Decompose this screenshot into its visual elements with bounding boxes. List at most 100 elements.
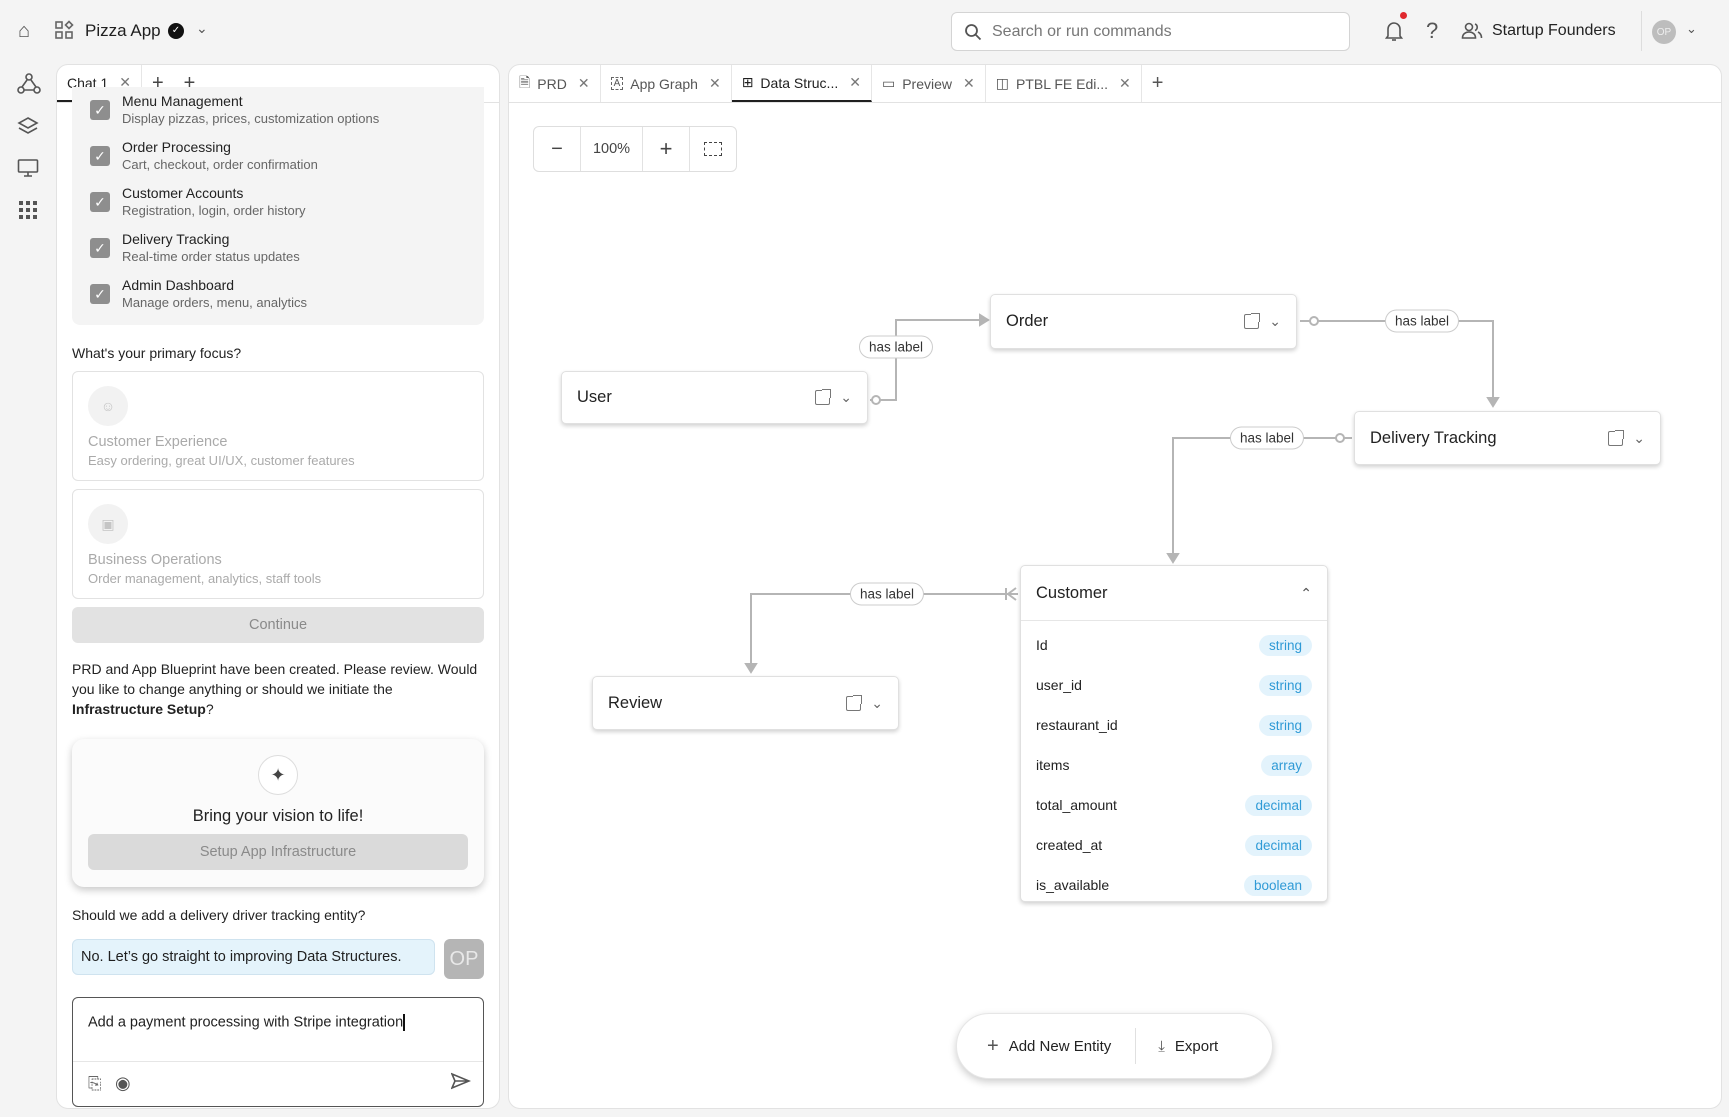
focus-option-customer-experience[interactable]: ☺ Customer Experience Easy ordering, gre… — [72, 371, 484, 481]
focus-option-business-operations[interactable]: ▣ Business Operations Order management, … — [72, 489, 484, 599]
close-icon[interactable]: ✕ — [963, 75, 975, 91]
tab-preview[interactable]: ▭Preview✕ — [872, 65, 986, 102]
close-icon[interactable]: ✕ — [577, 75, 590, 91]
open-external-icon[interactable] — [846, 694, 863, 711]
apps-icon — [54, 20, 74, 40]
edge-label[interactable]: has label — [849, 582, 925, 606]
monitor-icon[interactable] — [17, 158, 39, 181]
arrowhead — [1486, 397, 1500, 408]
tab-data-structure[interactable]: ⊞Data Struc...✕ — [731, 65, 872, 102]
app-name[interactable]: Pizza App — [85, 21, 161, 40]
edge-customer-review — [750, 593, 1018, 666]
tab-label: PRD — [537, 75, 567, 92]
close-icon[interactable]: ✕ — [708, 75, 721, 91]
option-title: Customer Experience — [88, 434, 228, 450]
entity-node-delivery-tracking[interactable]: Delivery Tracking ⌄ — [1354, 411, 1661, 465]
chevron-up-icon[interactable]: ⌃ — [1300, 584, 1312, 601]
add-new-entity-button[interactable]: +Add New Entity — [957, 1028, 1137, 1064]
edge-end-marker — [1335, 433, 1345, 443]
add-tab-button[interactable]: + — [183, 72, 196, 94]
tab-ptbl-fe-editor[interactable]: ◫PTBL FE Edi...✕ — [986, 65, 1142, 102]
open-external-icon[interactable] — [1608, 429, 1625, 446]
field-name: created_at — [1036, 837, 1103, 853]
layers-icon[interactable] — [17, 116, 39, 139]
user-avatar[interactable]: OP — [1652, 20, 1676, 44]
notification-bell-icon[interactable] — [1384, 12, 1407, 42]
checkbox-checked[interactable]: ✓ — [90, 238, 110, 258]
entity-name: Review — [608, 693, 663, 712]
export-button[interactable]: ⤓Export — [1136, 1038, 1218, 1055]
home-icon[interactable]: ⌂ — [18, 20, 31, 42]
chevron-down-icon[interactable]: ⌄ — [1633, 429, 1645, 446]
continue-button[interactable]: Continue — [72, 607, 484, 643]
field-name: is_available — [1036, 877, 1110, 893]
edge-label[interactable]: has label — [858, 335, 934, 359]
close-icon[interactable]: ✕ — [119, 74, 131, 90]
close-icon[interactable]: ✕ — [849, 74, 861, 90]
user-avatar: OP — [444, 939, 484, 979]
entity-node-user[interactable]: User⌄ — [561, 371, 868, 424]
field-type-badge: array — [1261, 754, 1312, 776]
message-bold: Infrastructure Setup — [72, 701, 206, 717]
target-icon[interactable]: ◉ — [115, 1073, 131, 1093]
grid-apps-icon[interactable] — [19, 201, 37, 222]
option-desc: Easy ordering, great UI/UX, customer fea… — [88, 453, 355, 468]
graph-nodes-icon[interactable] — [17, 73, 41, 98]
setup-infrastructure-button[interactable]: Setup App Infrastructure — [88, 834, 468, 870]
sparkles-icon: ✦ — [258, 755, 298, 795]
checkbox-checked[interactable]: ✓ — [90, 192, 110, 212]
chevron-down-icon[interactable]: ⌄ — [871, 694, 883, 711]
account-chevron-down-icon[interactable]: ⌄ — [1686, 21, 1697, 36]
checkbox-checked[interactable]: ✓ — [90, 100, 110, 120]
chevron-down-icon[interactable]: ⌄ — [1269, 313, 1281, 329]
open-external-icon[interactable] — [1244, 313, 1261, 329]
add-tab-button[interactable]: + — [1151, 72, 1164, 94]
zoom-in-button[interactable]: + — [643, 127, 690, 171]
chevron-down-icon[interactable]: ⌄ — [840, 389, 852, 405]
send-icon[interactable] — [450, 1072, 472, 1093]
feature-title: Order Processing — [122, 139, 231, 155]
team-switcher[interactable]: Startup Founders — [1492, 22, 1616, 39]
new-chat-button[interactable]: + — [151, 72, 164, 94]
edge-user-order — [870, 319, 982, 401]
tab-label: Chat 1 — [67, 74, 109, 91]
chat-composer[interactable]: Add a payment processing with Stripe int… — [72, 997, 484, 1107]
message-input[interactable]: Add a payment processing with Stripe int… — [73, 998, 483, 1062]
field-name: Id — [1036, 637, 1048, 653]
field-type-badge: string — [1258, 714, 1312, 736]
tab-prd[interactable]: 🗎PRD✕ — [509, 65, 601, 102]
help-icon[interactable]: ? — [1426, 18, 1439, 43]
open-external-icon[interactable] — [815, 389, 832, 405]
attachment-icon[interactable]: ⎘ — [88, 1074, 102, 1093]
edge-label[interactable]: has label — [1229, 426, 1305, 450]
entity-node-order[interactable]: Order⌄ — [990, 294, 1297, 349]
fit-view-button[interactable] — [690, 127, 736, 171]
team-icon — [1461, 21, 1483, 44]
tab-label: App Graph — [630, 75, 698, 92]
edge-label[interactable]: has label — [1384, 309, 1460, 333]
search-input[interactable]: Search or run commands — [951, 12, 1350, 51]
checkbox-checked[interactable]: ✓ — [90, 146, 110, 166]
zoom-out-button[interactable]: − — [534, 127, 581, 171]
checkbox-checked[interactable]: ✓ — [90, 284, 110, 304]
entity-name: Delivery Tracking — [1370, 428, 1497, 447]
entity-node-review[interactable]: Review ⌄ — [592, 676, 899, 730]
close-icon[interactable]: ✕ — [1119, 75, 1131, 91]
plus-icon: + — [987, 1034, 999, 1057]
chevron-down-icon[interactable]: ⌄ — [196, 20, 208, 36]
